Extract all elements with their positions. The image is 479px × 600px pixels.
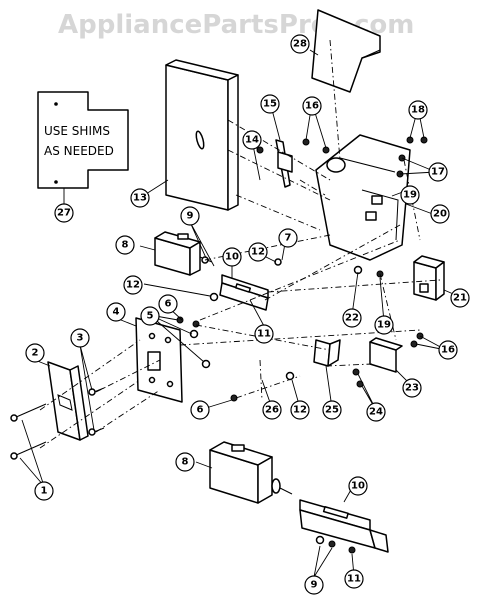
callout-3: 3 (70, 328, 90, 348)
svg-text:17: 17 (431, 167, 445, 178)
part-10-plate-upper (219, 274, 269, 311)
callout-8a: 8 (115, 235, 135, 255)
svg-text:14: 14 (245, 135, 259, 146)
svg-text:23: 23 (405, 383, 419, 394)
svg-text:21: 21 (453, 293, 467, 304)
callout-5: 5 (140, 306, 160, 326)
part-8-solenoid-lower (209, 441, 293, 504)
svg-text:10: 10 (351, 481, 365, 492)
callout-12b: 12 (123, 275, 143, 295)
svg-text:10: 10 (225, 252, 239, 263)
callout-15: 15 (260, 94, 280, 114)
svg-text:16: 16 (305, 101, 319, 112)
callout-12a: 12 (248, 242, 268, 262)
callout-19a: 19 (400, 185, 420, 205)
callout-9a: 9 (180, 206, 200, 226)
svg-text:20: 20 (433, 209, 447, 220)
svg-text:8: 8 (122, 240, 129, 251)
svg-text:16: 16 (441, 345, 455, 356)
callout-28: 28 (290, 34, 310, 54)
callout-17: 17 (428, 162, 448, 182)
svg-text:22: 22 (345, 313, 359, 324)
svg-text:7: 7 (285, 233, 292, 244)
callouts: 1 2 3 4 5 6 6 7 8 8 9 9 10 10 11 11 12 1… (25, 34, 470, 595)
callout-13: 13 (130, 188, 150, 208)
callout-10a: 10 (222, 247, 242, 267)
callout-27: 27 (54, 203, 74, 223)
svg-text:18: 18 (411, 105, 425, 116)
part-21-switch (413, 255, 445, 301)
svg-text:12: 12 (293, 405, 307, 416)
svg-text:6: 6 (197, 405, 204, 416)
callout-23: 23 (402, 378, 422, 398)
callout-6a: 6 (158, 294, 178, 314)
svg-text:4: 4 (113, 307, 120, 318)
callout-22: 22 (342, 308, 362, 328)
part-13-cover-box (165, 59, 239, 211)
callout-4: 4 (106, 302, 126, 322)
svg-text:6: 6 (165, 299, 172, 310)
callout-12c: 12 (290, 400, 310, 420)
svg-text:26: 26 (265, 405, 279, 416)
callout-2: 2 (25, 343, 45, 363)
svg-text:11: 11 (347, 574, 361, 585)
callout-26: 26 (262, 400, 282, 420)
svg-text:1: 1 (41, 486, 48, 497)
callout-1: 1 (34, 481, 54, 501)
callout-10b: 10 (348, 476, 368, 496)
part-28-cover (311, 9, 381, 93)
svg-text:19: 19 (377, 320, 391, 331)
part-27-shim-card: USE SHIMS AS NEEDED (37, 91, 129, 205)
svg-text:9: 9 (311, 580, 318, 591)
svg-text:9: 9 (187, 211, 194, 222)
shim-note-line-2: AS NEEDED (44, 144, 114, 158)
part-25-bracket (313, 339, 341, 367)
svg-text:13: 13 (133, 193, 147, 204)
callout-11b: 11 (344, 569, 364, 589)
callout-16a: 16 (302, 96, 322, 116)
leader-lines (19, 49, 459, 578)
svg-text:5: 5 (147, 311, 154, 322)
callout-24: 24 (366, 402, 386, 422)
svg-text:24: 24 (369, 407, 383, 418)
svg-text:27: 27 (57, 208, 71, 219)
part-20-main-bracket (315, 134, 411, 261)
part-1-screws (10, 403, 47, 460)
svg-text:15: 15 (263, 99, 277, 110)
part-8-solenoid-upper (154, 231, 213, 276)
svg-text:3: 3 (77, 333, 84, 344)
callout-20: 20 (430, 204, 450, 224)
svg-text:11: 11 (257, 329, 271, 340)
svg-text:28: 28 (293, 39, 307, 50)
callout-14: 14 (242, 130, 262, 150)
part-23-switch (369, 337, 403, 373)
callout-6b: 6 (190, 400, 210, 420)
svg-text:25: 25 (325, 405, 339, 416)
svg-text:2: 2 (32, 348, 39, 359)
svg-text:19: 19 (403, 190, 417, 201)
callout-18: 18 (408, 100, 428, 120)
callout-19b: 19 (374, 315, 394, 335)
callout-8b: 8 (175, 452, 195, 472)
callout-16b: 16 (438, 340, 458, 360)
svg-text:8: 8 (182, 457, 189, 468)
callout-25: 25 (322, 400, 342, 420)
shim-note-line-1: USE SHIMS (44, 124, 110, 138)
washers-and-nuts (176, 136, 428, 554)
svg-text:12: 12 (126, 280, 140, 291)
callout-9b: 9 (304, 575, 324, 595)
callout-7: 7 (278, 228, 298, 248)
part-10-plate-lower (299, 499, 389, 553)
callout-21: 21 (450, 288, 470, 308)
svg-text:12: 12 (251, 247, 265, 258)
part-2-block (47, 361, 89, 441)
callout-11a: 11 (254, 324, 274, 344)
